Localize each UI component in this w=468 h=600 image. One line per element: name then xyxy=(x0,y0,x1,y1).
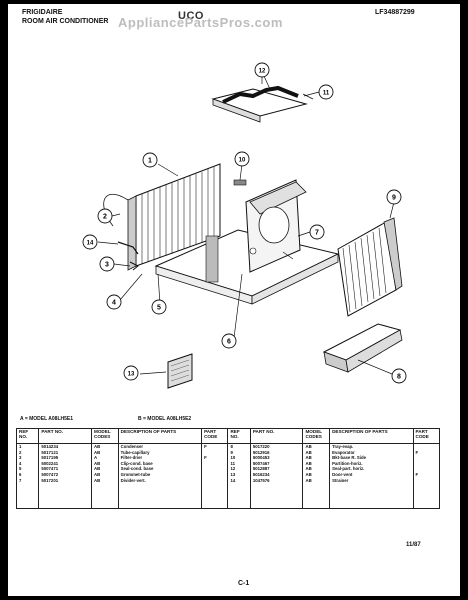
callout-2: 2 xyxy=(97,208,113,224)
header-code: PART CODE xyxy=(201,428,229,444)
callout-6: 6 xyxy=(221,333,237,349)
svg-text:6: 6 xyxy=(227,339,231,346)
description-column-left: Condenser Tube-capillary Filter-drier Cl… xyxy=(117,443,203,509)
callout-9: 9 xyxy=(386,189,402,205)
svg-text:11: 11 xyxy=(323,91,330,97)
code-column-right: F F xyxy=(412,443,441,509)
product-name: ROOM AIR CONDITIONER xyxy=(22,18,109,25)
svg-text:9: 9 xyxy=(392,195,396,202)
parts-table: REF NO. PART NO. MODEL CODES DESCRIPTION… xyxy=(15,428,441,509)
revision-date: 11/87 xyxy=(406,542,421,548)
svg-text:5: 5 xyxy=(157,305,161,312)
svg-text:14: 14 xyxy=(87,241,94,247)
header-middle-text: UCO xyxy=(178,10,204,22)
callout-leaders xyxy=(97,66,395,375)
callout-12: 12 xyxy=(254,62,270,78)
callout-3: 3 xyxy=(99,256,115,272)
callout-4: 4 xyxy=(106,294,122,310)
model-column-right: AB AB AB AB AB AB AB xyxy=(302,443,331,509)
page-number: C-1 xyxy=(238,580,250,587)
evaporator-coil xyxy=(337,217,403,317)
header-code: PART CODE xyxy=(412,428,441,444)
header-ref: REF NO. xyxy=(15,428,40,444)
callout-11: 11 xyxy=(318,84,334,100)
model-b-legend: B = MODEL A08LH5E2 xyxy=(138,416,192,422)
header-description: DESCRIPTION OF PARTS xyxy=(117,428,203,444)
svg-text:7: 7 xyxy=(315,230,319,237)
svg-text:12: 12 xyxy=(259,69,266,75)
header-description: DESCRIPTION OF PARTS xyxy=(329,428,414,444)
parts-table-body: 1 2 3 4 5 6 7 5014234 5017121 5017195 50… xyxy=(15,443,441,509)
part-column-left: 5014234 5017121 5017195 5002241 5007471 … xyxy=(38,443,93,509)
header-model: MODEL CODES xyxy=(91,428,119,444)
callout-8: 8 xyxy=(391,368,407,384)
callout-10: 10 xyxy=(234,151,250,167)
partition-seal xyxy=(222,85,299,104)
base-bracket xyxy=(233,179,247,186)
header-ref: REF NO. xyxy=(227,428,251,444)
evaporator-tray xyxy=(322,323,403,373)
vertical-divider xyxy=(245,179,307,273)
svg-text:2: 2 xyxy=(103,214,107,221)
ref-column-left: 1 2 3 4 5 6 7 xyxy=(15,443,40,509)
description-column-right: Tray-evap. Evaporator Bkt-base R. Side P… xyxy=(329,443,414,509)
exploded-parts-diagram: 1 2 3 4 5 6 7 8 xyxy=(82,62,407,389)
condenser-base-seal xyxy=(205,235,219,283)
header-part: PART NO. xyxy=(249,428,304,444)
model-code: LF34887299 xyxy=(375,9,415,16)
callout-7: 7 xyxy=(309,224,325,240)
brand-name: FRIGIDAIRE xyxy=(22,9,63,16)
callout-13: 13 xyxy=(123,365,139,381)
header-model: MODEL CODES xyxy=(302,428,331,444)
filter-drier xyxy=(129,261,139,271)
ref-column-right: 8 9 10 11 12 13 14 xyxy=(227,443,251,509)
svg-text:10: 10 xyxy=(239,158,246,164)
parts-table-header: REF NO. PART NO. MODEL CODES DESCRIPTION… xyxy=(15,428,441,444)
condenser-coil xyxy=(127,163,221,271)
model-column-left: AB AB A AB AB AB AB xyxy=(91,443,119,509)
watermark: AppliancePartsPros.com xyxy=(118,15,283,30)
callout-1: 1 xyxy=(142,152,158,168)
door-vent xyxy=(167,353,193,389)
header-part: PART NO. xyxy=(38,428,93,444)
part-column-right: 5017220 5012916 5000453 5007467 5012887 … xyxy=(249,443,304,509)
strainer xyxy=(117,241,139,255)
header-brand-block: FRIGIDAIRE ROOM AIR CONDITIONER xyxy=(22,8,108,26)
model-a-legend: A = MODEL A08LH5E1 xyxy=(20,416,74,422)
svg-text:4: 4 xyxy=(112,300,116,307)
parts-page: FRIGIDAIRE ROOM AIR CONDITIONER UCO LF34… xyxy=(8,4,460,596)
code-column-left: F F xyxy=(201,443,229,509)
svg-text:3: 3 xyxy=(105,262,109,269)
callout-5: 5 xyxy=(151,299,167,315)
svg-text:8: 8 xyxy=(397,374,401,381)
callout-14: 14 xyxy=(82,234,98,250)
svg-text:13: 13 xyxy=(128,372,135,378)
svg-text:1: 1 xyxy=(148,158,152,165)
